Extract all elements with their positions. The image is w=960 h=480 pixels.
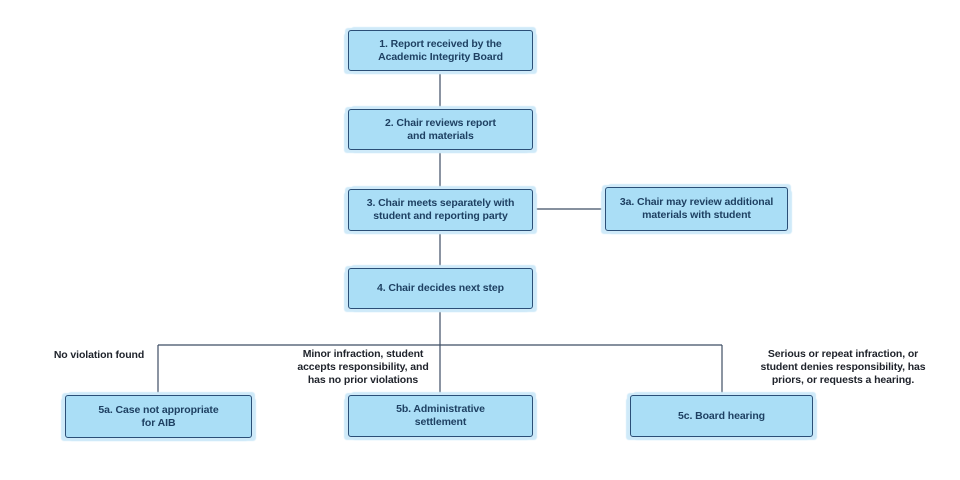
node-4-chair-decides: 4. Chair decides next step: [348, 268, 533, 309]
node-3a-review-additional: 3a. Chair may review additional material…: [605, 187, 788, 231]
branch-label-minor-infraction: Minor infraction, student accepts respon…: [297, 348, 429, 386]
node-3-chair-meets: 3. Chair meets separately with student a…: [348, 189, 533, 231]
node-2-chair-reviews: 2. Chair reviews report and materials: [348, 109, 533, 150]
node-5c-board-hearing: 5c. Board hearing: [630, 395, 813, 437]
node-5a-not-appropriate: 5a. Case not appropriate for AIB: [65, 395, 252, 438]
node-5b-administrative-settlement: 5b. Administrative settlement: [348, 395, 533, 437]
branch-label-no-violation: No violation found: [53, 349, 145, 361]
branch-label-serious-infraction: Serious or repeat infraction, or student…: [760, 348, 926, 386]
node-1-report-received: 1. Report received by the Academic Integ…: [348, 30, 533, 71]
